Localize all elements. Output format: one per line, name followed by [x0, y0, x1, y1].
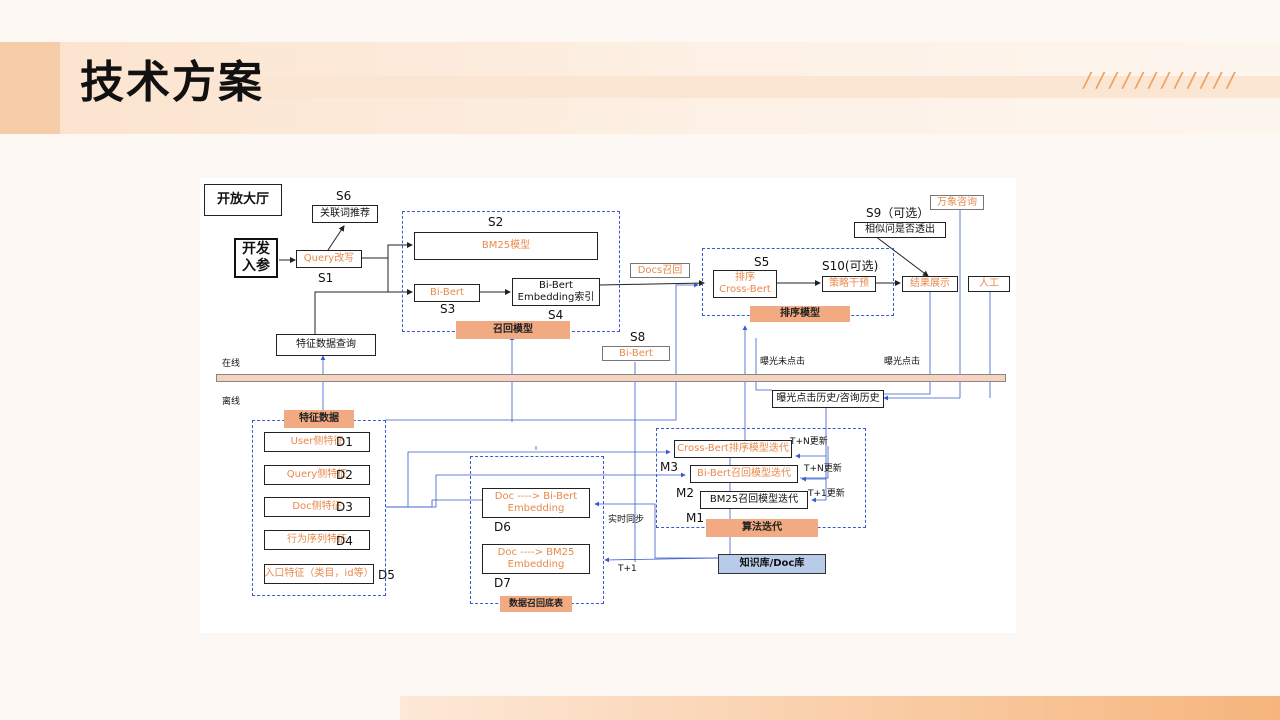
exposure-click-label: 曝光点击 — [884, 357, 921, 367]
architecture-diagram: 开放大厅 开发入参 Query改写 S1 S6 关联词推荐 S2 BM25模型 … — [200, 178, 1016, 633]
bibert-index-box: Bi-Bert Embedding索引 — [512, 278, 600, 306]
bm25-iter-box: BM25召回模型迭代 — [700, 491, 808, 509]
bm25-model-box: BM25模型 — [414, 232, 598, 260]
connector-lines — [279, 196, 991, 564]
t1-label: T+1 — [618, 564, 637, 574]
similar-question-box: 相似问是否透出 — [854, 222, 946, 238]
data-recall-table-tag: 数据召回底表 — [500, 596, 572, 612]
header-accent — [0, 42, 60, 134]
label-d7: D7 — [494, 576, 511, 590]
label-s5: S5 — [754, 255, 770, 269]
offline-label: 离线 — [222, 397, 241, 407]
label-s2: S2 — [488, 215, 504, 229]
footer-band — [400, 696, 1280, 720]
doc-feature-box: Doc侧特征 — [264, 497, 370, 517]
entry-feature-box: 入口特征（类目，id等） — [264, 564, 374, 584]
label-d4: D4 — [336, 534, 353, 548]
tn-update-label-2: T+N更新 — [804, 464, 842, 474]
page-title: 技术方案 — [80, 57, 264, 108]
user-feature-box: User侧特征 — [264, 432, 370, 452]
doc-bibert-box: Doc ----> Bi-Bert Embedding — [482, 488, 590, 518]
hall-box: 开放大厅 — [204, 184, 282, 216]
exposure-no-click-label: 曝光未点击 — [760, 357, 806, 367]
wanxiang-box: 万象咨询 — [930, 195, 984, 210]
label-m3: M3 — [660, 460, 678, 474]
rank-model-tag: 排序模型 — [750, 306, 850, 322]
feature-data-tag: 特征数据 — [284, 410, 354, 428]
online-label: 在线 — [222, 359, 241, 369]
cross-bert-iter-box: Cross-Bert排序模型迭代 — [674, 440, 792, 458]
label-d3: D3 — [336, 500, 353, 514]
bibert-box: Bi-Bert — [414, 284, 480, 302]
rank-cross-bert-box: 排序 Cross-Bert — [713, 270, 777, 298]
label-s8: S8 — [630, 330, 646, 344]
algo-iteration-tag: 算法迭代 — [706, 519, 818, 537]
label-d1: D1 — [336, 435, 353, 449]
label-d6: D6 — [494, 520, 511, 534]
knowledge-base-box: 知识库/Doc库 — [718, 554, 826, 574]
strategy-box: 策略干预 — [822, 276, 876, 292]
label-s10: S10(可选) — [822, 259, 879, 273]
manual-box: 人工 — [968, 276, 1010, 292]
feature-query-box: 特征数据查询 — [276, 334, 376, 356]
docs-recall-box: Docs召回 — [630, 263, 690, 278]
bibert-iter-box: Bi-Bert召回模型迭代 — [690, 465, 798, 483]
label-m1: M1 — [686, 511, 704, 525]
realtime-sync-label: 实时同步 — [608, 515, 645, 525]
tn-update-label-1: T+N更新 — [790, 437, 828, 447]
behavior-feature-box: 行为序列特征 — [264, 530, 370, 550]
decorative-slashes: //////////// — [1082, 68, 1239, 92]
label-m2: M2 — [676, 486, 694, 500]
query-feature-box: Query侧特征 — [264, 465, 370, 485]
recall-model-tag: 召回模型 — [456, 321, 570, 339]
label-d2: D2 — [336, 468, 353, 482]
doc-bm25-box: Doc ----> BM25 Embedding — [482, 544, 590, 574]
label-s3: S3 — [440, 302, 456, 316]
result-display-box: 结果展示 — [902, 276, 958, 292]
label-d5: D5 — [378, 568, 395, 582]
history-box: 曝光点击历史/咨询历史 — [772, 390, 884, 408]
label-s1: S1 — [318, 271, 334, 285]
t1-update-label: T+1更新 — [808, 489, 845, 499]
label-s9: S9（可选） — [866, 206, 930, 220]
recall-group — [402, 211, 620, 332]
related-words-box: 关联词推荐 — [312, 205, 378, 223]
data-recall-group — [470, 456, 604, 604]
entry-box: 开发入参 — [234, 238, 278, 278]
label-s6: S6 — [336, 189, 352, 203]
bibert-s8-box: Bi-Bert — [602, 346, 670, 361]
header-stripe — [200, 76, 1280, 98]
label-s4: S4 — [548, 308, 564, 322]
query-rewrite-box: Query改写 — [296, 250, 362, 268]
online-offline-divider — [216, 374, 1006, 382]
